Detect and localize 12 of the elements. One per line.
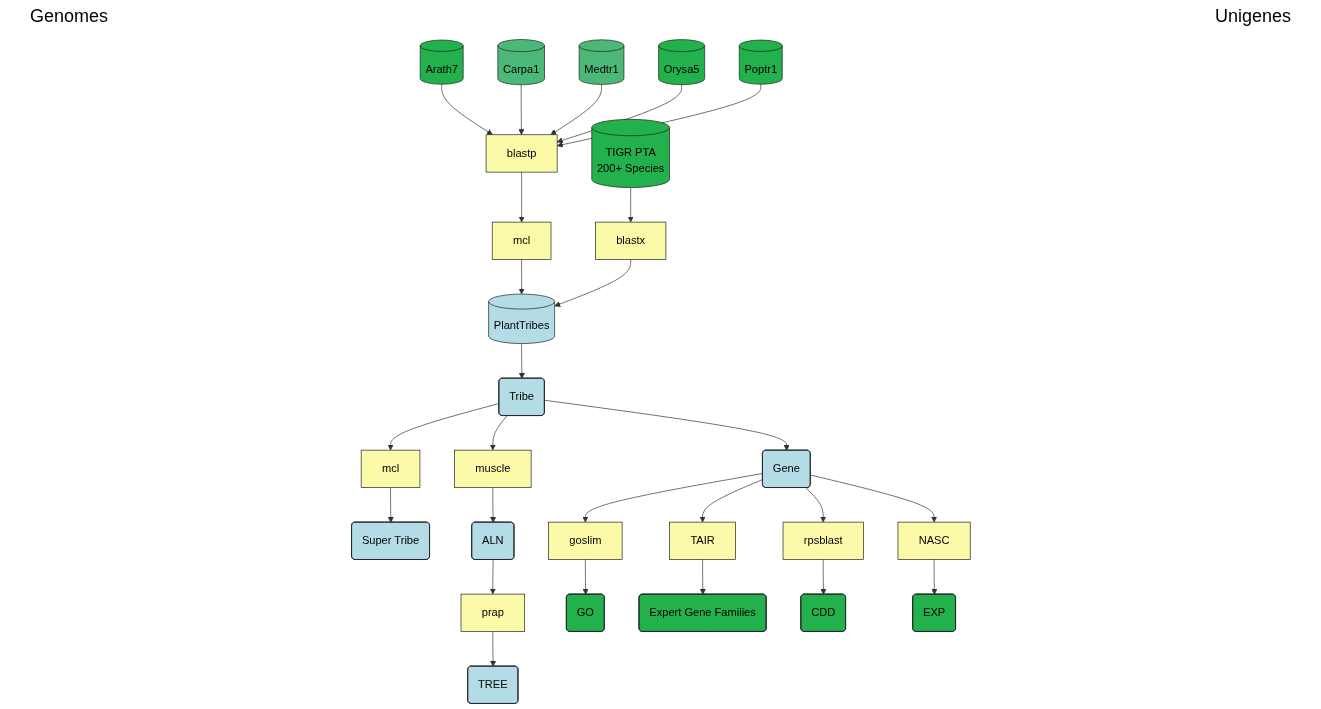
node-box: goslim — [547, 521, 623, 560]
node-box: NASC — [897, 521, 971, 560]
node-box: blastp — [485, 134, 558, 173]
node-box: TAIR — [668, 521, 736, 560]
node-box: blastx — [594, 221, 666, 260]
node-box: muscle — [453, 449, 532, 488]
node-box: mcl — [360, 449, 420, 488]
section-label: Unigenes — [1214, 6, 1291, 28]
node-box: mcl — [491, 221, 551, 260]
node-box: prap — [460, 593, 525, 632]
node-box: rpsblast — [782, 521, 864, 560]
section-label: Genomes — [30, 6, 109, 28]
